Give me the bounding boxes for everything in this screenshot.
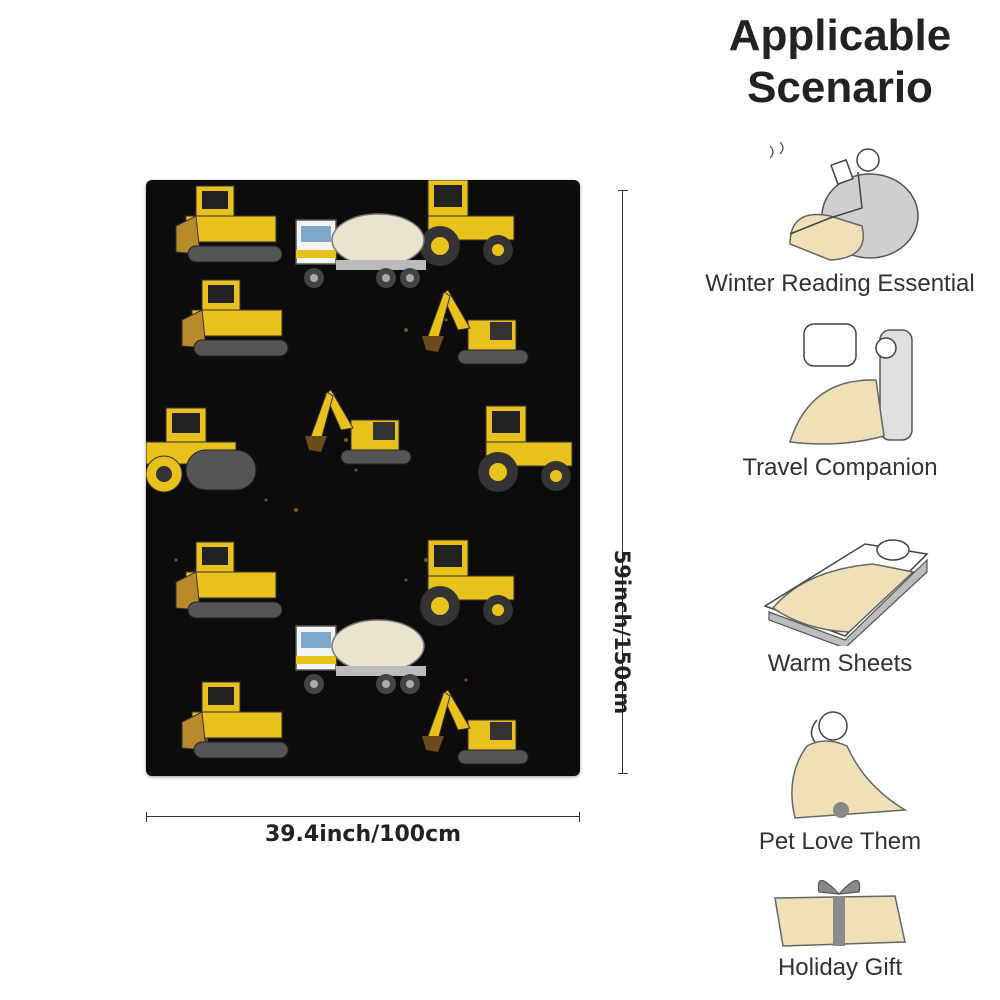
airplane-seat-icon	[789, 323, 913, 445]
scenario-bed: Warm Sheets	[690, 520, 990, 678]
scenario-label: Pet Love Them	[758, 828, 922, 855]
scenario-label: Holiday Gift	[777, 954, 903, 981]
scenario-travel: Travel Companion	[690, 318, 990, 482]
height-dimension-line	[618, 190, 628, 774]
gift-box-icon	[774, 879, 906, 947]
blanket-product-image	[146, 180, 580, 776]
scenario-pet: Pet Love Them	[690, 706, 990, 856]
scenario-label: Warm Sheets	[767, 650, 913, 677]
scenario-label: Winter Reading Essential	[705, 270, 975, 297]
scenario-reading: Winter Reading Essential	[690, 138, 990, 298]
scenario-label: Travel Companion	[742, 454, 938, 481]
width-dimension-line	[146, 812, 580, 822]
width-label: 39.4inch/100cm	[264, 822, 462, 847]
bed-icon	[763, 539, 929, 646]
height-label: 59inch/150cm	[610, 549, 634, 715]
scenario-title: Applicable Scenario	[728, 11, 952, 112]
reading-person-icon	[769, 141, 919, 261]
dog-icon	[791, 711, 908, 819]
scenario-gift: Holiday Gift	[690, 868, 990, 982]
construction-pattern	[146, 180, 573, 765]
